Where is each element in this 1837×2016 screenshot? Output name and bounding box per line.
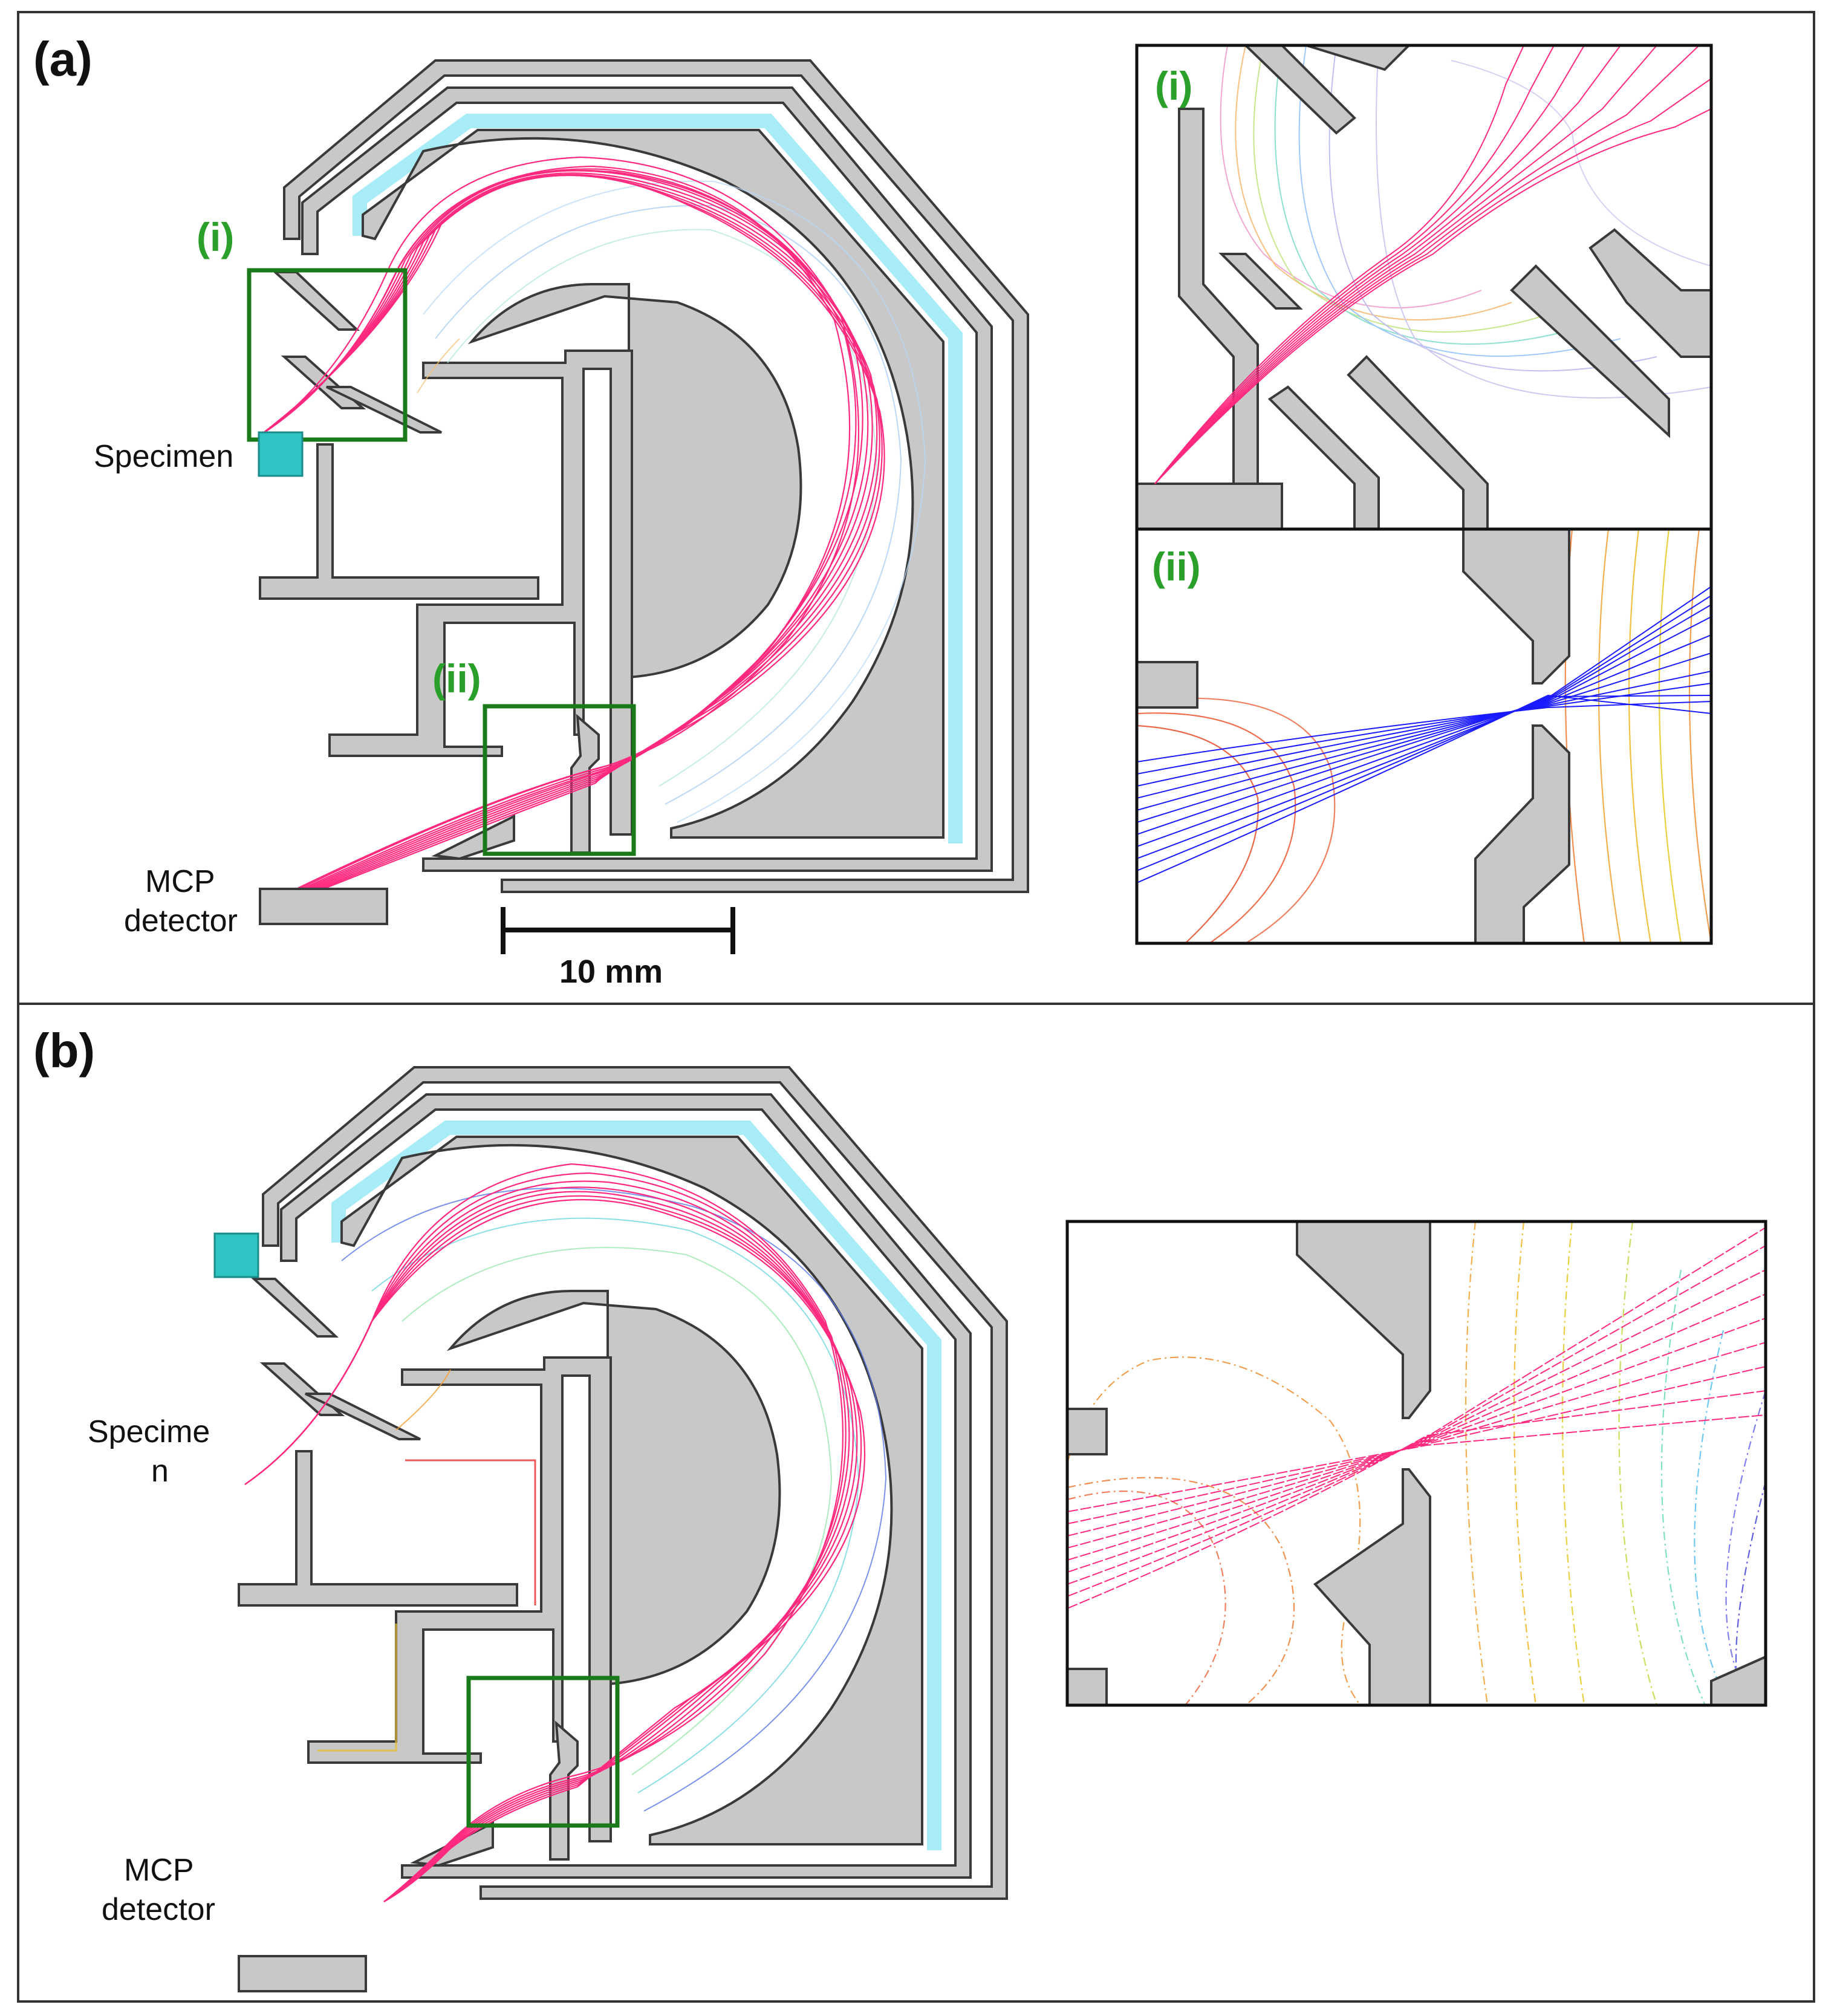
- inset-i-marker: (i): [197, 215, 234, 259]
- lens-plate-3-a: [326, 386, 442, 434]
- trajectory-bundle-a: [259, 156, 885, 890]
- inset-b: [1065, 1220, 1767, 1707]
- mcp-detector-a: [259, 888, 388, 925]
- inset-b-frame: [1065, 1220, 1767, 1707]
- panel-b: (b): [33, 1024, 1767, 1992]
- detector-label-b-1: MCP: [124, 1853, 194, 1888]
- inset-i-trajectories: [1154, 45, 1711, 484]
- inset-ii-frame: [1135, 527, 1713, 945]
- lens-plate-1-a: [271, 271, 360, 331]
- detector-label-a-2: detector: [124, 903, 238, 938]
- specimen-label-b-2: n: [151, 1454, 169, 1489]
- inner-frame-a: [328, 350, 633, 836]
- inner-hemisphere-a: [467, 283, 802, 679]
- left-column-a: [259, 443, 539, 600]
- inset-ii-trajectories: [1137, 586, 1711, 883]
- inset-i: (i): [1135, 44, 1713, 531]
- inset-b-electrodes: [1067, 1221, 1766, 1705]
- inset-ii-electrodes: [1137, 529, 1570, 943]
- mcp-detector-b: [238, 1955, 367, 1992]
- outer-shield-a: [283, 59, 1029, 893]
- panel-a: (a): [33, 32, 1713, 990]
- inset-b-field-lines: [1067, 1221, 1766, 1705]
- panel-a-label: (a): [33, 32, 93, 86]
- inset-b-trajectories: [1067, 1227, 1766, 1609]
- specimen-b: [213, 1232, 259, 1278]
- panel-b-label: (b): [33, 1024, 95, 1078]
- specimen-a: [258, 431, 304, 477]
- inset-b-region-box: [466, 1676, 620, 1828]
- outer-hemisphere-a: [362, 129, 945, 839]
- analyzer-housing-a: [259, 59, 1029, 893]
- inset-i-electrodes: [1137, 45, 1711, 529]
- inner-glow-a: [353, 114, 963, 844]
- analyzer-housing-b: [213, 1066, 1008, 1992]
- inset-ii-region-box: [483, 704, 636, 856]
- exit-lens-a: [431, 814, 515, 860]
- inset-i-region-box: [247, 268, 408, 442]
- inset-ii: (ii): [1135, 527, 1713, 945]
- inset-ii-label: (ii): [1152, 544, 1201, 589]
- figure-frame: [17, 11, 1815, 2003]
- inset-i-label: (i): [1155, 63, 1192, 108]
- inset-ii-field-lines: [1137, 529, 1711, 943]
- scale-bar-label: 10 mm: [559, 954, 663, 990]
- detector-label-b-2: detector: [102, 1892, 215, 1927]
- inset-ii-marker: (ii): [432, 656, 481, 701]
- second-shield-a: [301, 86, 993, 872]
- scale-bar: 10 mm: [501, 907, 735, 990]
- specimen-label-b-1: Specime: [88, 1414, 210, 1449]
- inset-i-field-lines: [1220, 45, 1711, 398]
- specimen-label-a: Specimen: [94, 439, 233, 474]
- detector-label-a-1: MCP: [145, 864, 215, 899]
